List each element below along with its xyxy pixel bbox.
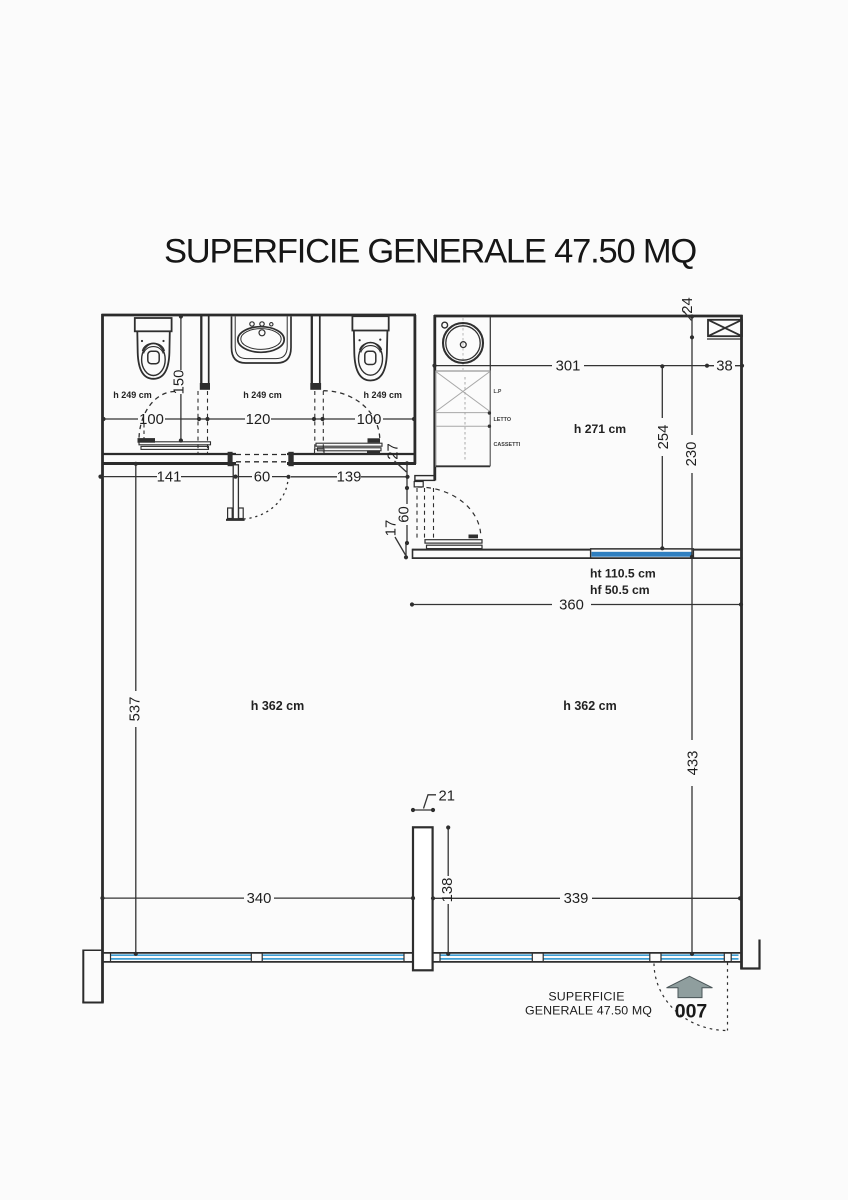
svg-text:360: 360 xyxy=(559,597,584,613)
svg-text:27: 27 xyxy=(386,443,402,459)
svg-text:h 362 cm: h 362 cm xyxy=(251,699,305,713)
svg-text:537: 537 xyxy=(128,697,144,722)
svg-text:254: 254 xyxy=(656,425,672,450)
svg-text:SUPERFICIE GENERALE 47.50 MQ: SUPERFICIE GENERALE 47.50 MQ xyxy=(164,233,696,271)
svg-text:GENERALE 47.50 MQ: GENERALE 47.50 MQ xyxy=(525,1004,652,1018)
svg-text:60: 60 xyxy=(254,470,270,486)
svg-text:LETTO: LETTO xyxy=(494,417,512,423)
svg-text:h 271 cm: h 271 cm xyxy=(574,422,626,436)
svg-text:60: 60 xyxy=(397,506,413,522)
svg-text:24: 24 xyxy=(680,297,696,313)
svg-text:h 249 cm: h 249 cm xyxy=(364,390,403,400)
svg-text:007: 007 xyxy=(675,1001,708,1023)
svg-text:340: 340 xyxy=(247,891,272,907)
svg-text:ht 110.5 cm: ht 110.5 cm xyxy=(590,567,656,581)
svg-text:100: 100 xyxy=(357,412,382,428)
svg-text:120: 120 xyxy=(246,412,271,428)
svg-text:139: 139 xyxy=(337,470,362,486)
svg-text:21: 21 xyxy=(439,789,455,805)
svg-text:301: 301 xyxy=(556,359,581,375)
svg-text:h 362 cm: h 362 cm xyxy=(563,699,617,713)
svg-text:h 249 cm: h 249 cm xyxy=(113,390,152,400)
svg-text:141: 141 xyxy=(157,470,182,486)
svg-text:138: 138 xyxy=(440,878,456,903)
svg-text:h 249 cm: h 249 cm xyxy=(243,390,282,400)
svg-text:hf 50.5 cm: hf 50.5 cm xyxy=(590,583,650,597)
svg-text:433: 433 xyxy=(686,751,702,776)
svg-text:L.P: L.P xyxy=(494,389,502,395)
svg-text:100: 100 xyxy=(139,412,164,428)
svg-text:150: 150 xyxy=(171,370,187,395)
svg-text:38: 38 xyxy=(716,359,732,375)
svg-text:CASSETTI: CASSETTI xyxy=(494,442,521,448)
svg-text:17: 17 xyxy=(384,520,400,536)
svg-text:230: 230 xyxy=(684,442,700,467)
svg-text:339: 339 xyxy=(564,891,589,907)
svg-text:SUPERFICIE: SUPERFICIE xyxy=(548,990,624,1004)
